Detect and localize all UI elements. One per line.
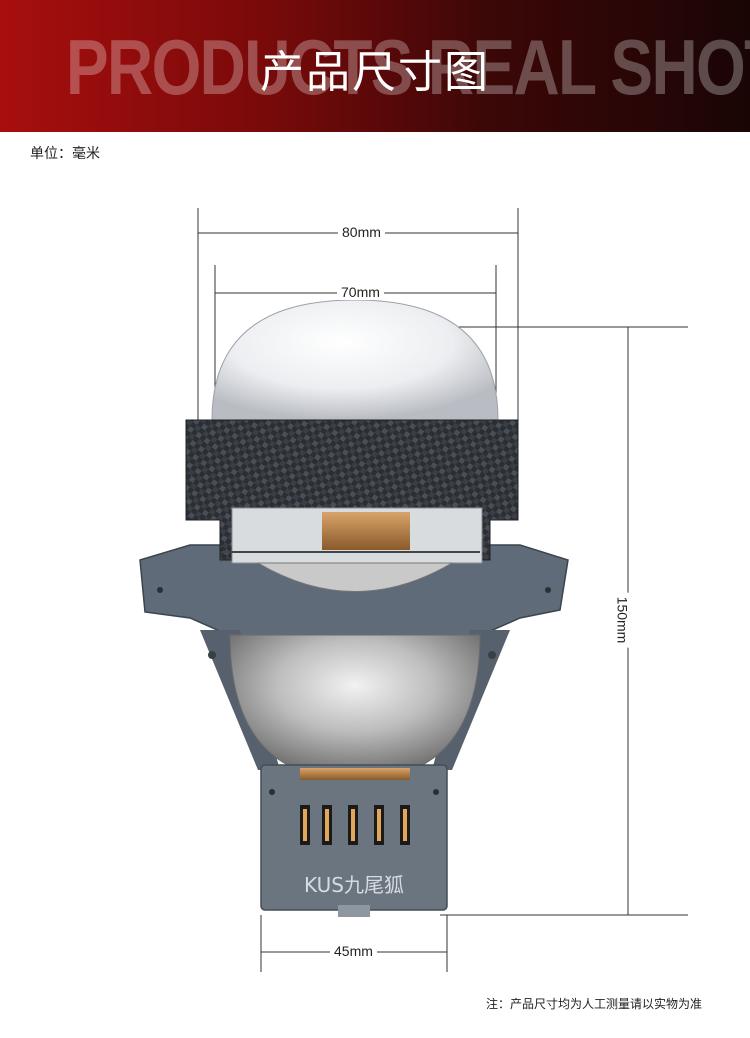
dimension-80mm: 80mm <box>338 224 385 240</box>
brand-logo-text: KUS九尾狐 <box>304 873 404 897</box>
header-banner: PRODUCTS REAL SHOT 产品尺寸图 <box>0 0 750 132</box>
dimension-70mm: 70mm <box>337 284 384 300</box>
unit-label: 单位：毫米 <box>30 146 100 162</box>
page-title: 产品尺寸图 <box>260 47 490 98</box>
headlight-projector-illustration <box>139 299 569 917</box>
dimension-45mm: 45mm <box>330 943 377 959</box>
footer-note: 注：产品尺寸均为人工测量请以实物为准 <box>485 997 702 1011</box>
dimension-150mm: 150mm <box>614 592 631 648</box>
banner-background-text: PRODUCTS REAL SHOT <box>66 23 750 111</box>
